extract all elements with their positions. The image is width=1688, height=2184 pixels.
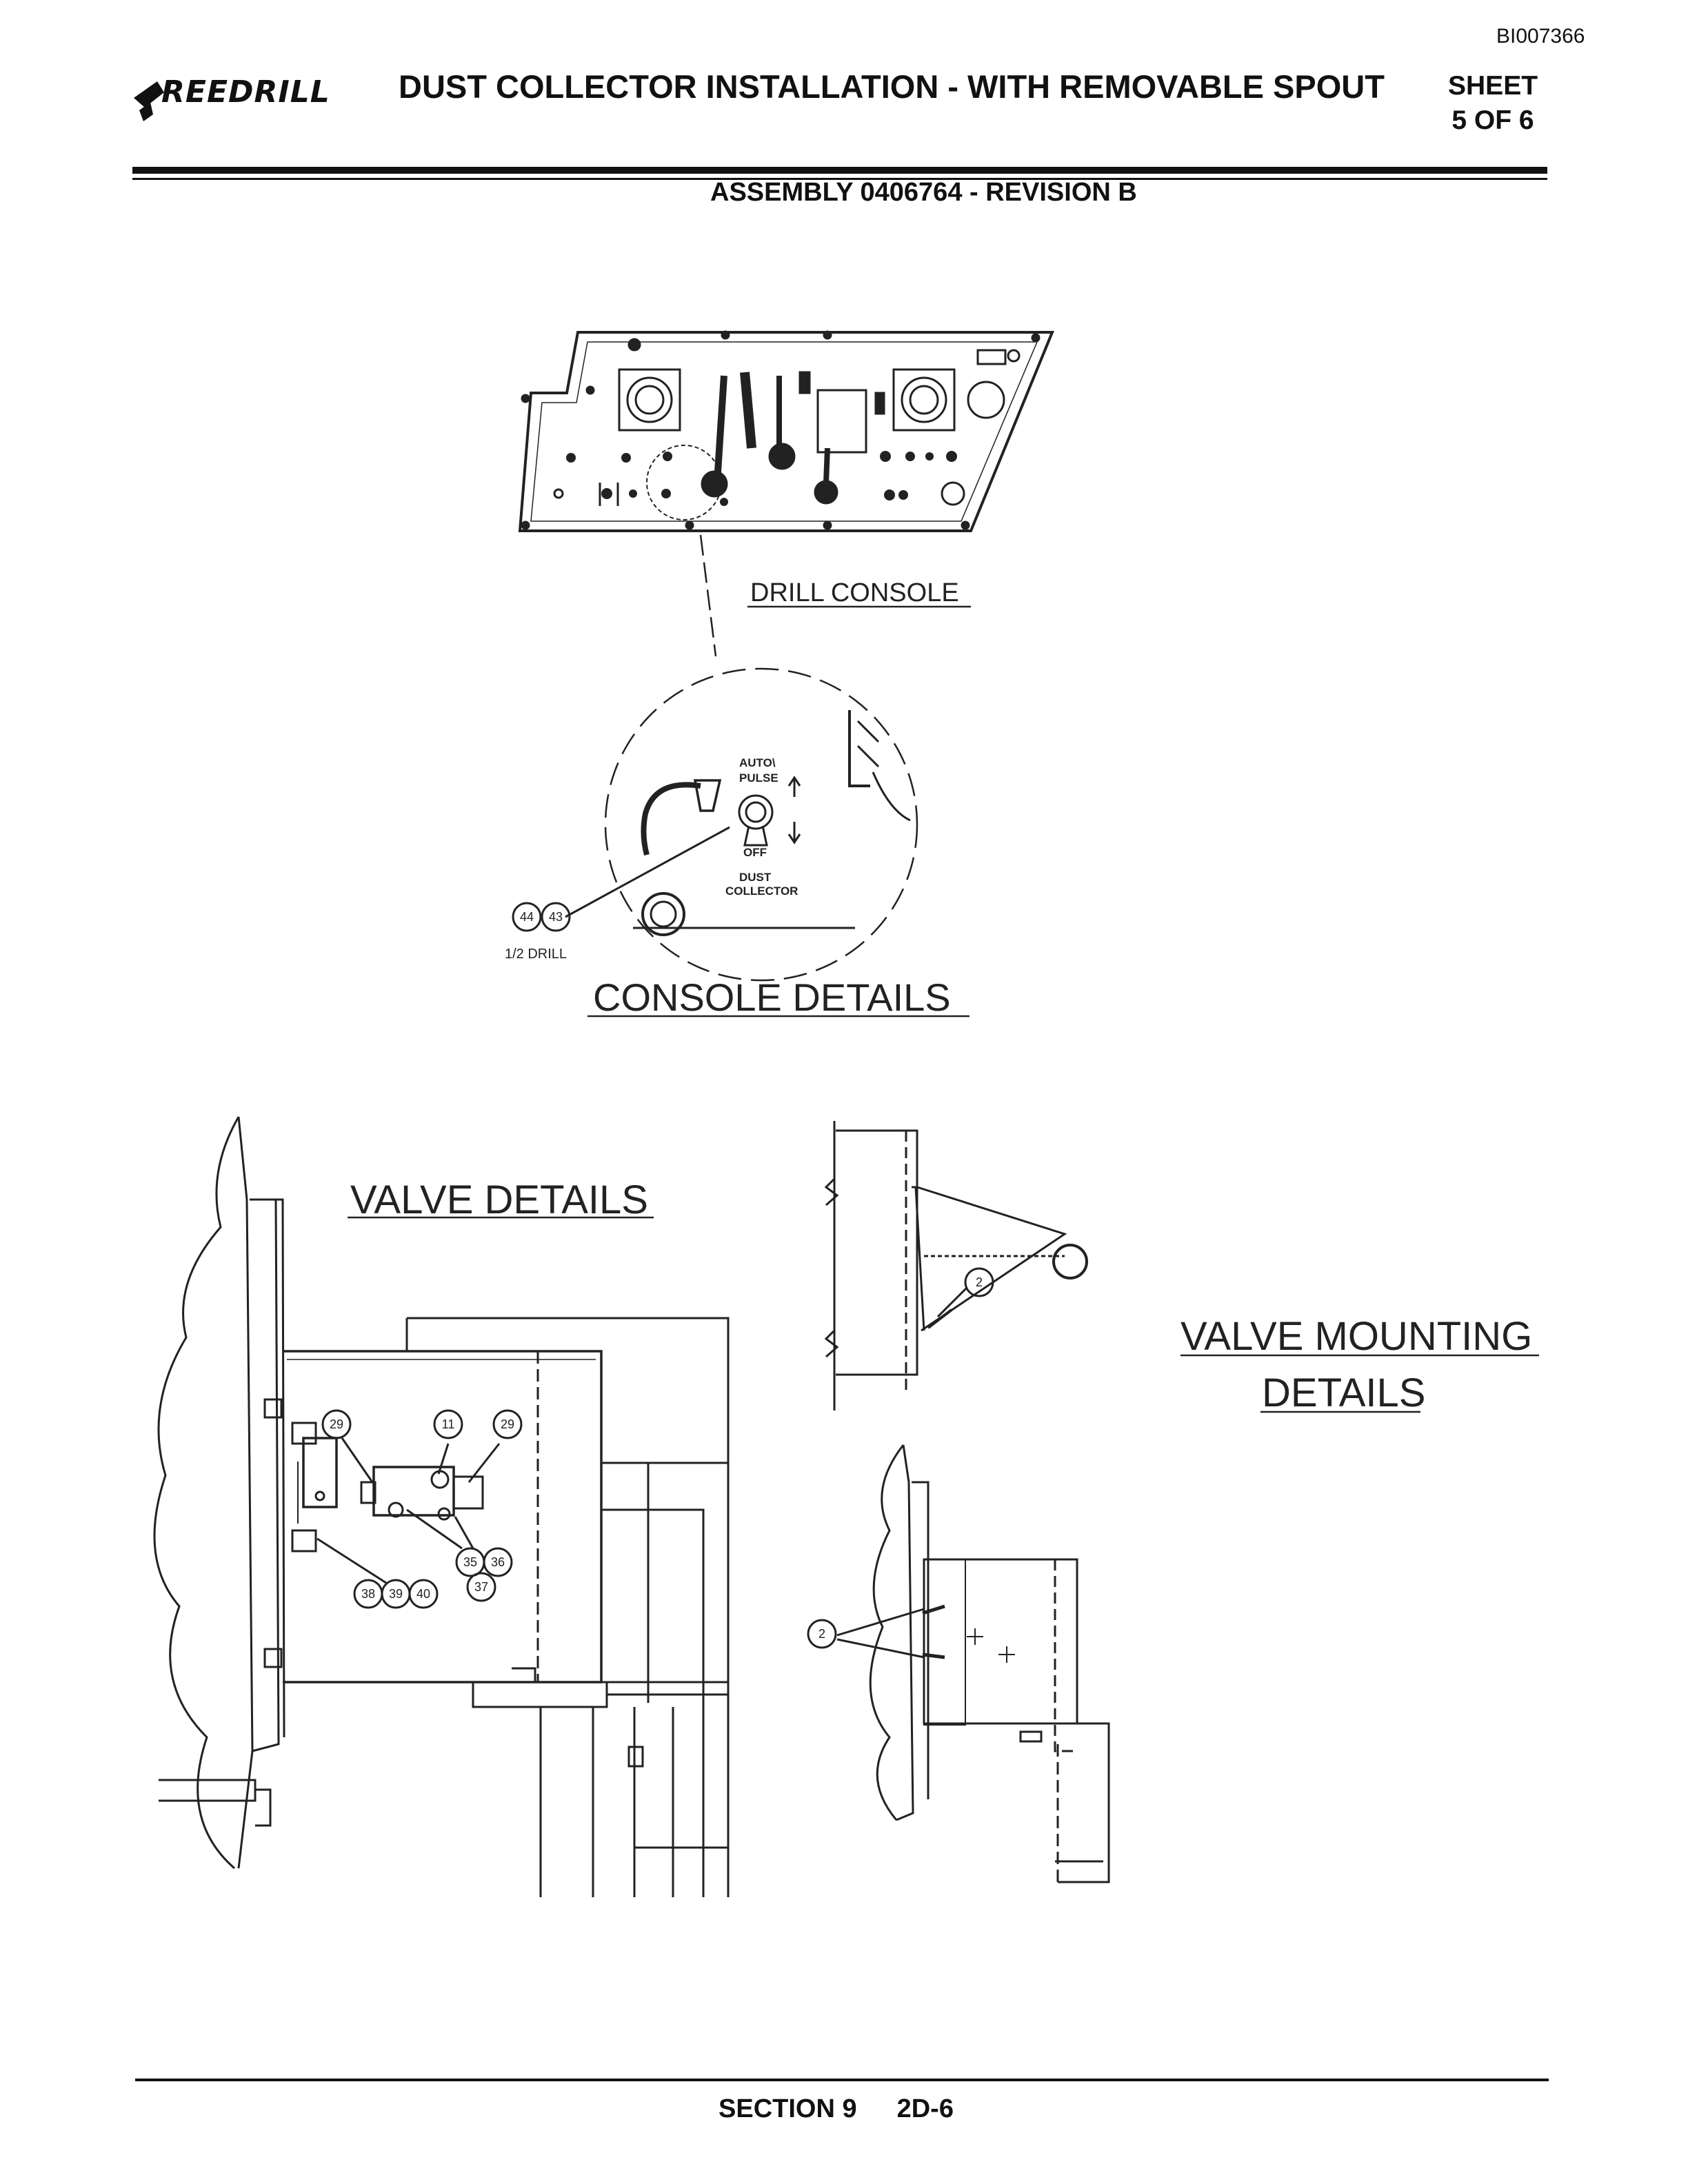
- callout-2-lower: 2: [818, 1627, 825, 1641]
- header-rule: [132, 167, 1547, 174]
- drill-console-label: DRILL CONSOLE: [750, 578, 959, 607]
- valve-mounting-lower-view: [807, 1444, 1110, 1883]
- assembly-subtitle: ASSEMBLY 0406764 - REVISION B: [710, 178, 1137, 207]
- drill-console-panel: [518, 330, 1054, 532]
- switch-name-label-2: COLLECTOR: [725, 884, 798, 898]
- sheet-label: SHEET: [1448, 71, 1538, 101]
- header-rule-thin: [132, 178, 1547, 180]
- valve-mounting-label-1: VALVE MOUNTING: [1180, 1314, 1532, 1359]
- valve-mounting-view: [824, 1121, 1088, 1410]
- page-title: DUST COLLECTOR INSTALLATION - WITH REMOV…: [399, 68, 1385, 105]
- callout-37: 37: [474, 1580, 488, 1594]
- callout-35: 35: [463, 1555, 477, 1569]
- logo-text: REEDRILL: [161, 74, 330, 110]
- callout-43: 43: [549, 910, 563, 924]
- switch-top-label-1: AUTO\: [739, 756, 776, 769]
- footer-rule: [135, 2079, 1549, 2081]
- sheet-indicator: SHEET 5 OF 6: [1448, 69, 1538, 138]
- drill-bit-icon: [134, 81, 164, 121]
- callout-44: 44: [520, 910, 534, 924]
- drill-note: 1/2 DRILL: [505, 947, 567, 962]
- document-id: BI007366: [1496, 25, 1585, 48]
- callout-11: 11: [442, 1417, 455, 1431]
- console-details-label: CONSOLE DETAILS: [593, 975, 951, 1019]
- sheet-number: 5 OF 6: [1451, 105, 1534, 135]
- switch-off-label: OFF: [743, 846, 767, 859]
- page-footer: SECTION 9 2D-6: [719, 2094, 994, 2124]
- callout-36: 36: [491, 1555, 505, 1569]
- footer-page: 2D-6: [896, 2094, 954, 2123]
- callout-2-upper: 2: [976, 1275, 983, 1289]
- callout-38: 38: [361, 1587, 375, 1601]
- callout-39: 39: [389, 1587, 403, 1601]
- valve-details-view: [153, 1116, 730, 1897]
- callout-29-right: 29: [501, 1417, 514, 1431]
- callout-40: 40: [416, 1587, 430, 1601]
- console-detail-view: [512, 667, 918, 982]
- callout-29-left: 29: [330, 1417, 343, 1431]
- footer-section: SECTION 9: [719, 2094, 857, 2123]
- switch-name-label-1: DUST: [739, 871, 772, 884]
- valve-mounting-label-2: DETAILS: [1262, 1371, 1425, 1415]
- switch-top-label-2: PULSE: [739, 771, 778, 785]
- reedrill-logo: REEDRILL: [130, 69, 330, 131]
- valve-details-label: VALVE DETAILS: [350, 1177, 648, 1222]
